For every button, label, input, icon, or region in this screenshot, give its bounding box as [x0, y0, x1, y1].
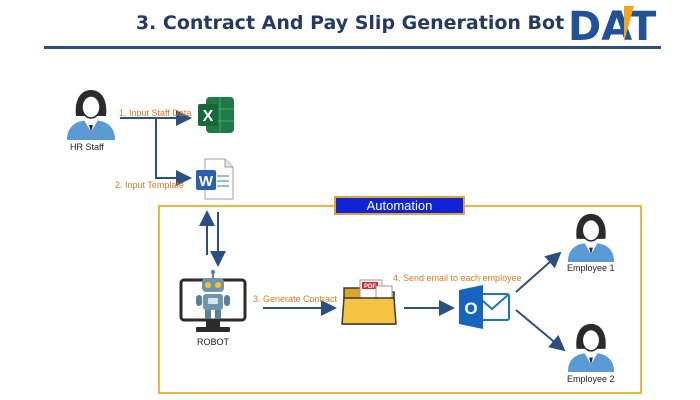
hr-staff-person-icon [67, 90, 115, 140]
robot-label: ROBOT [197, 337, 230, 347]
outlook-icon: O [459, 285, 510, 329]
svg-text:W: W [199, 173, 214, 190]
excel-icon: X [198, 97, 234, 133]
svg-text:O: O [464, 299, 477, 318]
logo-accent-shape [624, 6, 634, 42]
step-2-label: 2. Input Template [115, 180, 184, 190]
employee-2-label: Employee 2 [567, 374, 615, 384]
step-1-label: 1. Input Staff Data [119, 108, 192, 118]
employee-1-person-icon [567, 213, 615, 262]
step-4-label: 4. Send email to each employee [393, 273, 522, 283]
arrow-outlook-to-employee2 [515, 309, 566, 352]
arrow-outlook-to-employee1 [515, 251, 562, 293]
svg-text:PDF: PDF [364, 284, 376, 290]
title-divider [44, 46, 661, 49]
employee-2-person-icon [567, 323, 615, 372]
hr-staff-label: HR Staff [70, 142, 104, 152]
step-3-label: 3. Generate Contract [253, 294, 338, 304]
word-document-icon: W [196, 158, 234, 200]
pdf-folder-icon: PDF [341, 279, 397, 325]
robot-computer-icon [179, 270, 247, 332]
arrow-hr-to-word [155, 118, 192, 186]
dat-logo: DAT [568, 4, 657, 44]
svg-text:X: X [203, 108, 214, 125]
employee-1-label: Employee 1 [567, 263, 615, 273]
page-title: 3. Contract And Pay Slip Generation Bot [135, 12, 565, 34]
automation-title: Automation [334, 196, 465, 215]
svg-text:DAT: DAT [568, 4, 657, 44]
